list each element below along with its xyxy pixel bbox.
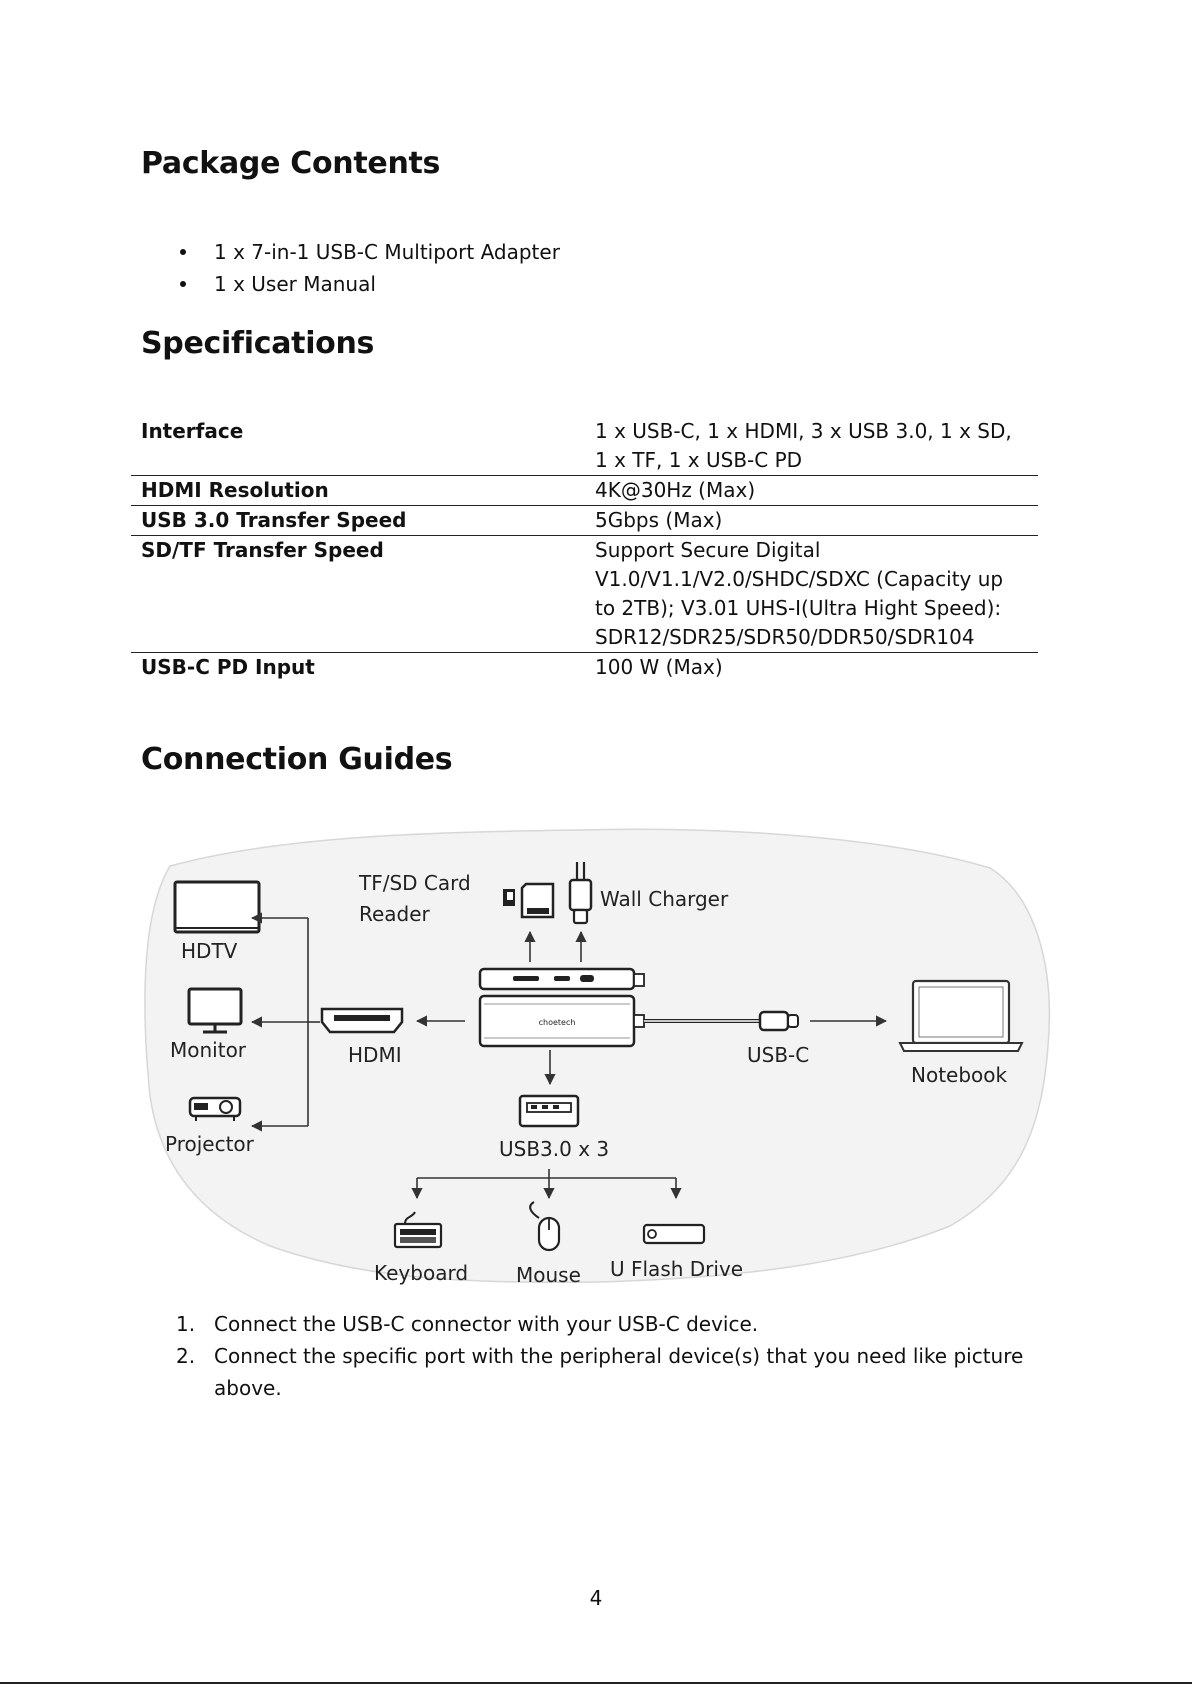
spec-value: 4K@30Hz (Max) bbox=[595, 478, 756, 502]
mouse-label: Mouse bbox=[516, 1263, 581, 1287]
usb-port-icon bbox=[518, 1094, 580, 1128]
projector-icon bbox=[188, 1096, 242, 1121]
wall-charger-icon bbox=[568, 862, 593, 925]
display-bracket bbox=[250, 912, 320, 1132]
spec-value: Support Secure Digital V1.0/V1.1/V2.0/SH… bbox=[595, 538, 1004, 649]
usb3-label: USB3.0 x 3 bbox=[499, 1137, 609, 1161]
usbc-label: USB-C bbox=[747, 1043, 809, 1067]
page-bottom-rule bbox=[0, 1682, 1192, 1684]
flash-drive-icon bbox=[642, 1223, 706, 1245]
projector-label: Projector bbox=[165, 1132, 255, 1156]
page-number: 4 bbox=[589, 1586, 603, 1610]
hdtv-label: HDTV bbox=[181, 939, 238, 963]
spec-label: USB 3.0 Transfer Speed bbox=[141, 508, 407, 532]
bullet-icon bbox=[180, 281, 186, 287]
hdmi-connector-icon bbox=[320, 1007, 404, 1034]
spec-value: 5Gbps (Max) bbox=[595, 508, 723, 532]
specifications-heading: Specifications bbox=[141, 326, 375, 361]
sd-card-icon bbox=[503, 882, 555, 919]
list-item: 1 x User Manual bbox=[176, 268, 560, 300]
connection-diagram: HDTV Monitor Projector HDMI TF/SD Card R… bbox=[144, 828, 1051, 1287]
spec-label: SD/TF Transfer Speed bbox=[141, 538, 384, 562]
monitor-label: Monitor bbox=[170, 1038, 247, 1062]
keyboard-label: Keyboard bbox=[374, 1261, 468, 1285]
tf-sd-label-line1: TF/SD Card bbox=[358, 871, 471, 895]
specifications-table: Interface 1 x USB-C, 1 x HDMI, 3 x USB 3… bbox=[131, 417, 1038, 682]
list-item: 2.Connect the specific port with the per… bbox=[176, 1344, 1024, 1400]
connection-guides-heading: Connection Guides bbox=[141, 742, 453, 777]
package-contents-heading: Package Contents bbox=[141, 146, 441, 181]
spec-label: Interface bbox=[141, 419, 244, 443]
connection-steps: 1.Connect the USB-C connector with your … bbox=[176, 1308, 1034, 1404]
list-item: 1 x 7-in-1 USB-C Multiport Adapter bbox=[176, 236, 560, 268]
bullet-icon bbox=[180, 249, 186, 255]
list-item: 1.Connect the USB-C connector with your … bbox=[176, 1312, 759, 1336]
table-row: USB-C PD Input 100 W (Max) bbox=[131, 653, 1038, 682]
monitor-icon bbox=[187, 987, 243, 1034]
notebook-icon bbox=[898, 979, 1024, 1052]
spec-label: USB-C PD Input bbox=[141, 655, 315, 679]
table-row: Interface 1 x USB-C, 1 x HDMI, 3 x USB 3… bbox=[131, 417, 1038, 476]
spec-label: HDMI Resolution bbox=[141, 478, 329, 502]
hdtv-icon bbox=[173, 880, 261, 934]
tf-sd-label-line2: Reader bbox=[359, 902, 431, 926]
usb-distribution-lines bbox=[411, 1169, 682, 1200]
keyboard-icon bbox=[393, 1211, 443, 1249]
hub-brand-logo: choetech bbox=[539, 1018, 576, 1027]
hdmi-label: HDMI bbox=[348, 1043, 402, 1067]
mouse-icon bbox=[529, 1201, 561, 1252]
spec-value: 100 W (Max) bbox=[595, 655, 723, 679]
table-row: HDMI Resolution 4K@30Hz (Max) bbox=[131, 476, 1038, 506]
wall-charger-label: Wall Charger bbox=[600, 887, 729, 911]
usbc-cable bbox=[644, 1010, 799, 1032]
table-row: USB 3.0 Transfer Speed 5Gbps (Max) bbox=[131, 506, 1038, 536]
spec-value: 1 x USB-C, 1 x HDMI, 3 x USB 3.0, 1 x SD… bbox=[595, 419, 1012, 472]
package-contents-list: 1 x 7-in-1 USB-C Multiport Adapter 1 x U… bbox=[176, 236, 560, 300]
flash-drive-label: U Flash Drive bbox=[610, 1257, 743, 1281]
diagram-background bbox=[144, 828, 1051, 1284]
notebook-label: Notebook bbox=[911, 1063, 1008, 1087]
multiport-hub-icon bbox=[478, 967, 645, 1048]
table-row: SD/TF Transfer Speed Support Secure Digi… bbox=[131, 536, 1038, 653]
